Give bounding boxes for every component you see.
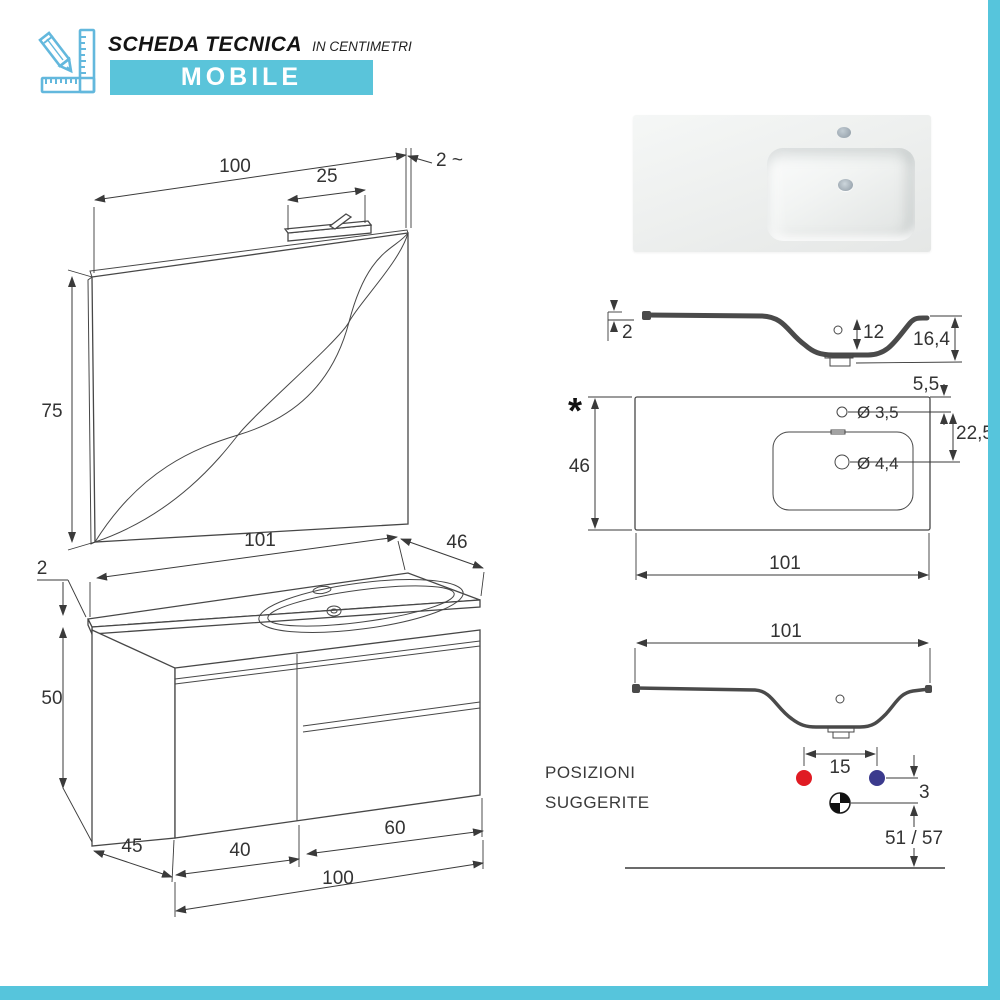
top-width-label: 101: [244, 530, 276, 551]
basin-front-drawing: 101 15 3 51 / 57: [625, 621, 945, 869]
front-overflow-hole: [835, 694, 845, 704]
mirror-drawing: 100 2 ~ 25 75: [41, 148, 463, 551]
vanity-cabinet: [91, 628, 481, 847]
note-asterisk: *: [568, 390, 582, 431]
footer-accent-bar: [0, 986, 1000, 1000]
cabinet-height-label: 50: [41, 688, 62, 709]
photo-basin: [767, 148, 915, 241]
sink-basin-outline: [258, 579, 464, 633]
tap-hole: [312, 585, 332, 595]
positions-caption-line1: POSIZIONI: [545, 763, 636, 782]
basin-plan-drawing: * Ø 3,5 Ø 4,4 46 101 5,5 22,5: [568, 375, 993, 580]
mirror-wave-decoration: [94, 232, 409, 543]
mirror-body: [87, 229, 409, 545]
section-height-label: 16,4: [913, 329, 950, 350]
front-width-label: 101: [770, 621, 802, 642]
plan-drain-hole: [834, 454, 850, 470]
basin-depth-label: 12: [863, 322, 884, 343]
drain-center-symbol: [829, 792, 851, 814]
door-width-label: 40: [229, 840, 250, 861]
top-depth-label: 46: [446, 532, 467, 553]
front-dimensions: 101 15 3 51 / 57: [625, 621, 945, 869]
vanity-dimensions: 101 46 2 50 45 40 60 100: [37, 530, 485, 917]
plan-overflow-notch: [830, 429, 846, 435]
section-profile: [642, 311, 930, 367]
plan-depth-label: 46: [569, 456, 590, 477]
pencil-ruler-icon: [38, 28, 96, 94]
tap-spacing-label: 15: [829, 757, 850, 778]
plan-basin: [772, 431, 914, 511]
drawers-width-label: 60: [384, 818, 405, 839]
washbasin-photo: [633, 115, 931, 252]
product-type-banner: MOBILE: [110, 60, 373, 95]
drawer-divider-line: [302, 701, 481, 727]
mirror-dimensions: 100 2 ~ 25 75: [41, 148, 463, 551]
drain-diameter-label: Ø 4,4: [857, 454, 899, 473]
section-dimensions: 12 16,4 2: [607, 300, 963, 364]
sheet-title: SCHEDA TECNICA: [108, 33, 303, 56]
drain-height-label: 51 / 57: [885, 828, 943, 849]
drain-offset-label: 22,5: [956, 423, 993, 444]
sheet-title-row: SCHEDA TECNICA IN CENTIMETRI: [108, 33, 412, 57]
plan-width-label: 101: [769, 553, 801, 574]
plan-dimensions: Ø 3,5 Ø 4,4 46 101 5,5 22,5: [569, 375, 993, 580]
front-profile: [632, 684, 932, 739]
plan-outline: [634, 396, 931, 531]
cold-water-dot: [869, 770, 885, 786]
cabinet-depth-label: 45: [121, 836, 142, 857]
edge-thickness-label: 2: [622, 322, 633, 343]
vanity-drawing: 101 46 2 50 45 40 60 100: [37, 530, 485, 917]
mirror-width-label: 100: [219, 156, 251, 177]
top-thickness-label: 2: [37, 558, 48, 579]
mirror-lamp: [283, 213, 373, 242]
plan-tap-hole: [836, 406, 848, 418]
positions-caption-line2: SUGGERITE: [545, 793, 650, 812]
lamp-width-label: 25: [316, 166, 337, 187]
photo-drain-hole: [838, 179, 853, 191]
drain-hole: [326, 605, 342, 617]
hot-water-dot: [796, 770, 812, 786]
mirror-height-label: 75: [41, 401, 62, 422]
photo-tap-hole: [837, 127, 851, 138]
tap-hole-diameter-label: Ø 3,5: [857, 403, 899, 422]
offset-label: 3: [919, 782, 930, 803]
overflow-hole: [833, 325, 843, 335]
sheet-subtitle: IN CENTIMETRI: [312, 39, 412, 54]
mirror-thickness-label: 2 ~: [436, 150, 463, 171]
vanity-top-slab: [87, 572, 481, 635]
basin-section-drawing: 12 16,4 2: [607, 300, 963, 367]
tap-offset-label: 5,5: [913, 375, 939, 395]
side-accent-bar: [988, 0, 1000, 1000]
total-width-label: 100: [322, 868, 354, 889]
